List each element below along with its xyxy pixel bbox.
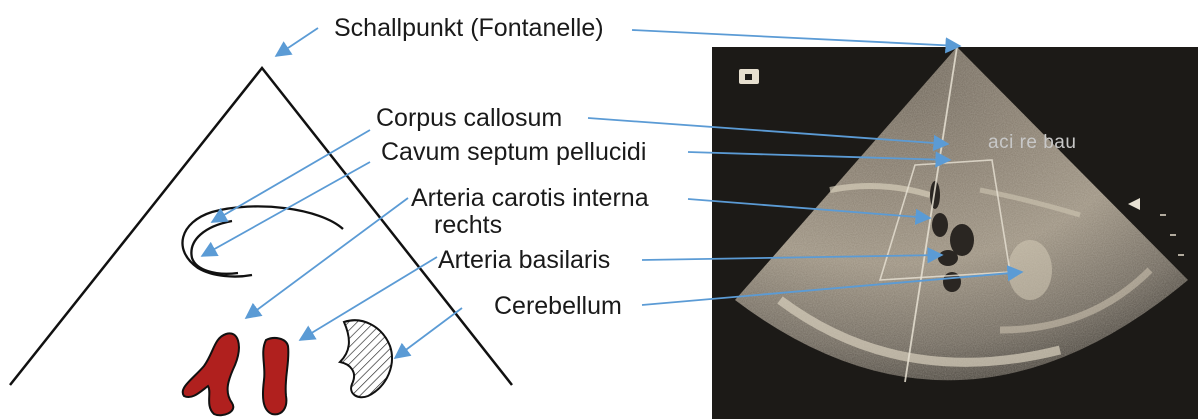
ultrasound-overlay-text: aci re bau (988, 132, 1076, 154)
ultrasound-image (712, 47, 1198, 419)
cerebellum-shape (340, 320, 392, 397)
label-carotis-line1: Arteria carotis interna (411, 186, 649, 211)
label-schallpunkt: Schallpunkt (Fontanelle) (334, 16, 604, 41)
label-basilaris: Arteria basilaris (438, 248, 610, 273)
probe-marker-icon (739, 69, 759, 84)
arrow-cerebellum-left (395, 308, 462, 358)
label-corpus-callosum: Corpus callosum (376, 106, 562, 131)
basilaris-vessel (263, 338, 288, 414)
label-cerebellum: Cerebellum (494, 294, 622, 319)
corpus-callosum-shape (182, 206, 343, 276)
arrow-carotis-left (246, 198, 408, 318)
label-carotis-line2: rechts (434, 213, 502, 238)
carotis-interna-vessel (183, 333, 239, 415)
label-cavum-septum: Cavum septum pellucidi (381, 140, 646, 165)
arrow-schallpunkt-right (632, 30, 960, 46)
arrow-schallpunkt-left (276, 28, 318, 56)
cavum-septum-shape (191, 221, 238, 274)
